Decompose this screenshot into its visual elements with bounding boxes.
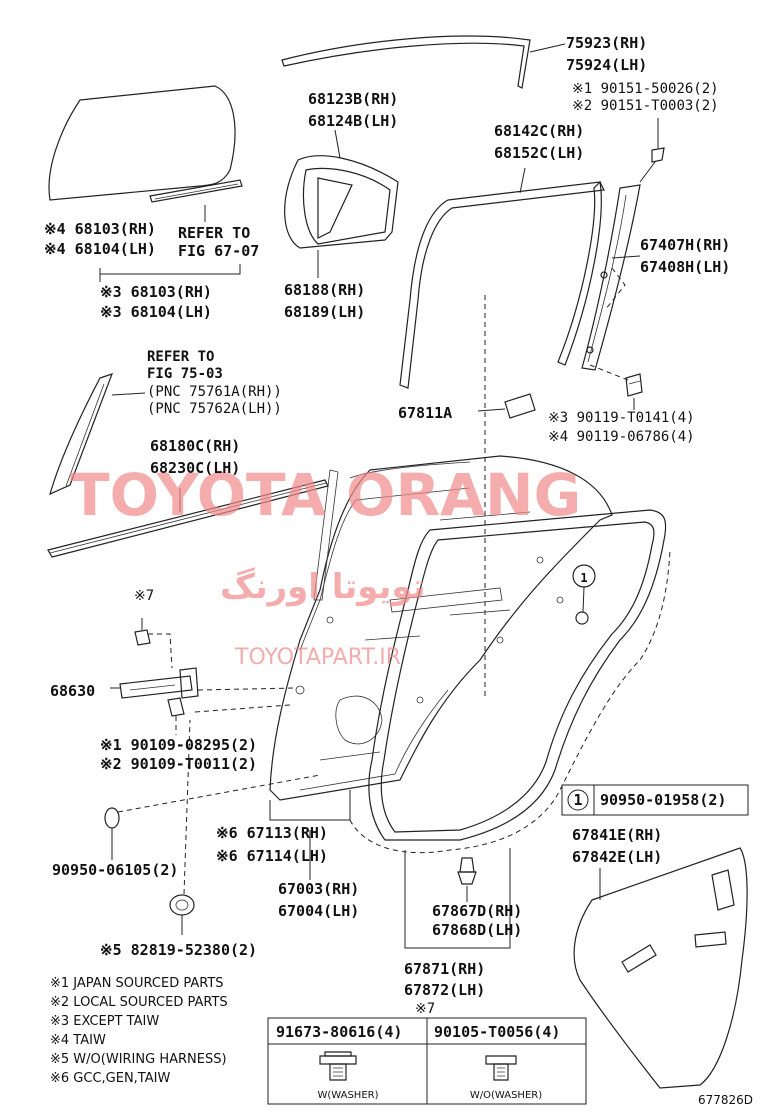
label-68230c: 68230C(LH) xyxy=(150,459,240,477)
label-67114: ※6 67114(LH) xyxy=(216,847,328,865)
glass-channel xyxy=(149,179,243,222)
door-glass-68103 xyxy=(48,85,236,201)
screw-90119 xyxy=(589,267,643,410)
label-90109-n1: ※1 90109-08295(2) xyxy=(100,736,257,754)
fastener-table xyxy=(267,1017,587,1105)
clip-82819 xyxy=(169,719,195,935)
outer-moulding-75761a xyxy=(49,373,146,496)
label-68123b: 68123B(RH) xyxy=(308,90,398,108)
label-67872: 67872(LH) xyxy=(404,981,485,999)
pad-67811a xyxy=(477,295,536,700)
label-68104-n3: ※3 68104(LH) xyxy=(100,303,212,321)
label-67868d: 67868D(LH) xyxy=(432,921,522,939)
label-pnc-75761a: (PNC 75761A(RH)) xyxy=(147,384,282,400)
service-hole-cover-67841e xyxy=(573,847,748,1089)
label-82819: ※5 82819-52380(2) xyxy=(100,941,257,959)
footnote-6: ※6 GCC,GEN,TAIW xyxy=(50,1071,170,1086)
grommet-90950 xyxy=(572,564,596,625)
label-67113: ※6 67113(RH) xyxy=(216,824,328,842)
label-68189: 68189(LH) xyxy=(284,303,365,321)
door-check-68630 xyxy=(110,618,296,735)
plug-90950-06105 xyxy=(104,774,321,860)
label-pnc-75762a: (PNC 75762A(LH)) xyxy=(147,401,282,417)
legend-callout-1: 1 xyxy=(573,791,582,809)
label-90119-n4: ※4 90119-06786(4) xyxy=(548,429,695,445)
legend-part-90950-01958: 90950-01958(2) xyxy=(600,791,726,809)
label-67867d: 67867D(RH) xyxy=(432,902,522,920)
label-68104-n4: ※4 68104(LH) xyxy=(44,240,156,258)
window-frame-68142c xyxy=(399,167,605,389)
label-68124b: 68124B(LH) xyxy=(308,112,398,130)
label-67407h: 67407H(RH) xyxy=(640,236,730,254)
footnote-2: ※2 LOCAL SOURCED PARTS xyxy=(50,995,228,1010)
label-67003: 67003(RH) xyxy=(278,880,359,898)
clip-67867d xyxy=(457,857,477,902)
label-refer-to-1: REFER TO xyxy=(178,224,250,242)
label-67871: 67871(RH) xyxy=(404,960,485,978)
label-68103-n3: ※3 68103(RH) xyxy=(100,283,212,301)
weatherstrip-67871 xyxy=(349,509,671,949)
label-68152c: 68152C(LH) xyxy=(494,144,584,162)
table-header-91673: 91673-80616(4) xyxy=(276,1023,402,1041)
division-bar-67407h xyxy=(581,184,641,371)
clip-90151 xyxy=(639,118,665,183)
label-n7-b: ※7 xyxy=(415,1001,435,1017)
watermark-main: TOYOTA ORANG xyxy=(70,461,581,529)
watermark-site: TOYOTAPART.IR xyxy=(234,645,401,670)
label-67004: 67004(LH) xyxy=(278,902,359,920)
label-67408h: 67408H(LH) xyxy=(640,258,730,276)
figure-code: 677826D xyxy=(698,1093,753,1107)
label-67841e: 67841E(RH) xyxy=(572,826,662,844)
label-n7-a: ※7 xyxy=(134,588,154,604)
label-90109-n2: ※2 90109-T0011(2) xyxy=(100,755,257,773)
label-refer-to-2: REFER TO xyxy=(147,349,214,365)
quarter-window-68123b xyxy=(284,129,399,278)
label-68142c: 68142C(RH) xyxy=(494,122,584,140)
watermark-persian: تویوتا اورنگ xyxy=(220,567,425,607)
footnote-4: ※4 TAIW xyxy=(50,1033,106,1048)
label-90950-06105: 90950-06105(2) xyxy=(52,861,178,879)
belt-moulding-75923 xyxy=(281,35,566,89)
footnote-1: ※1 JAPAN SOURCED PARTS xyxy=(50,976,224,991)
label-68180c: 68180C(RH) xyxy=(150,437,240,455)
label-67842e: 67842E(LH) xyxy=(572,848,662,866)
table-header-90105: 90105-T0056(4) xyxy=(434,1023,560,1041)
label-75923: 75923(RH) xyxy=(566,34,647,52)
legend-box xyxy=(561,784,749,816)
table-sub-without-washer: W/O(WASHER) xyxy=(470,1090,542,1101)
label-67811a: 67811A xyxy=(398,404,452,422)
table-sub-washer: W(WASHER) xyxy=(317,1090,378,1101)
label-75924: 75924(LH) xyxy=(566,56,647,74)
door-panel-67003 xyxy=(269,455,613,880)
footnote-3: ※3 EXCEPT TAIW xyxy=(50,1014,159,1029)
label-fig-67-07: FIG 67-07 xyxy=(178,242,259,260)
callout-1-marker: 1 xyxy=(580,571,587,585)
label-90151-1: ※1 90151-50026(2) xyxy=(572,81,719,97)
label-68103-n4: ※4 68103(RH) xyxy=(44,220,156,238)
label-fig-75-03: FIG 75-03 xyxy=(147,366,223,382)
label-68188: 68188(RH) xyxy=(284,281,365,299)
footnote-5: ※5 W/O(WIRING HARNESS) xyxy=(50,1052,227,1067)
label-90119-n3: ※3 90119-T0141(4) xyxy=(548,410,695,426)
label-68630: 68630 xyxy=(50,682,95,700)
label-90151-2: ※2 90151-T0003(2) xyxy=(572,98,719,114)
